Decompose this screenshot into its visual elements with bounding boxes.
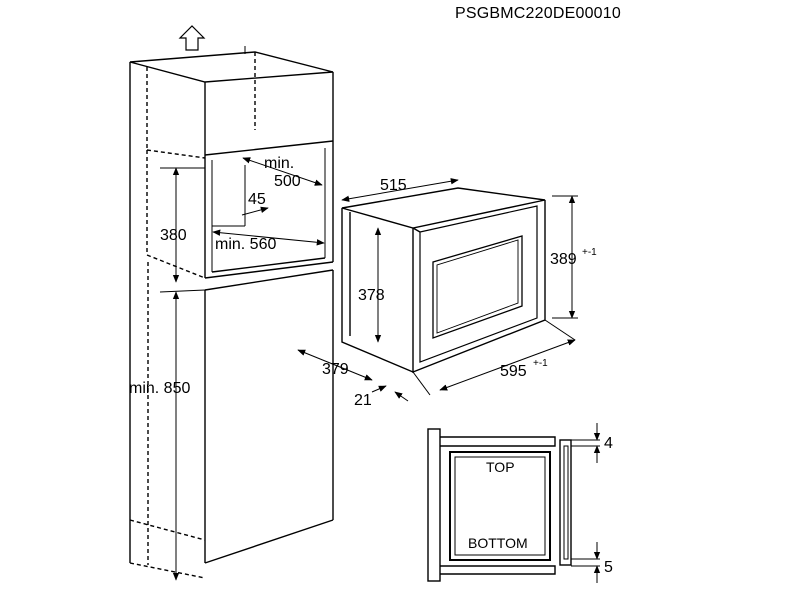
side-depth-dim-line	[297, 349, 373, 381]
top-label: TOP	[486, 459, 515, 475]
frame-thickness-label: 21	[354, 392, 372, 409]
front-height-tolerance: +-1	[582, 247, 597, 258]
microwave-appliance	[341, 187, 546, 374]
body-height-label: 378	[358, 287, 385, 304]
top-gap-label: 4	[604, 435, 613, 452]
frame-thickness-dim-line	[371, 385, 387, 393]
niche-width-dim-line	[212, 229, 325, 246]
floor-height-label: min. 850	[129, 380, 190, 397]
side-depth-label: 379	[322, 361, 349, 378]
front-width-label: 595	[500, 363, 527, 380]
bottom-gap-label: 5	[604, 559, 613, 576]
tall-cabinet	[129, 25, 334, 579]
min-depth-label-2: 500	[274, 173, 301, 190]
depth-dim-line	[242, 157, 323, 186]
front-width-dim-line	[439, 339, 576, 391]
bottom-label: BOTTOM	[468, 535, 528, 551]
min-depth-label-1: min.	[264, 155, 294, 172]
vent-gap-dim-line	[241, 206, 269, 216]
ventilation-arrow-icon	[178, 25, 206, 51]
appliance-depth-label: 515	[380, 177, 407, 194]
vent-gap-label: 45	[248, 191, 266, 208]
appliance-depth-dim-line	[341, 178, 459, 202]
min-width-label: min. 560	[215, 236, 276, 253]
niche-height-label: 380	[160, 227, 187, 244]
document-code: PSGBMC220DE00010	[455, 5, 621, 22]
section-detail	[427, 428, 572, 582]
front-width-tolerance: +-1	[533, 358, 548, 369]
front-height-label: 389	[550, 251, 577, 268]
